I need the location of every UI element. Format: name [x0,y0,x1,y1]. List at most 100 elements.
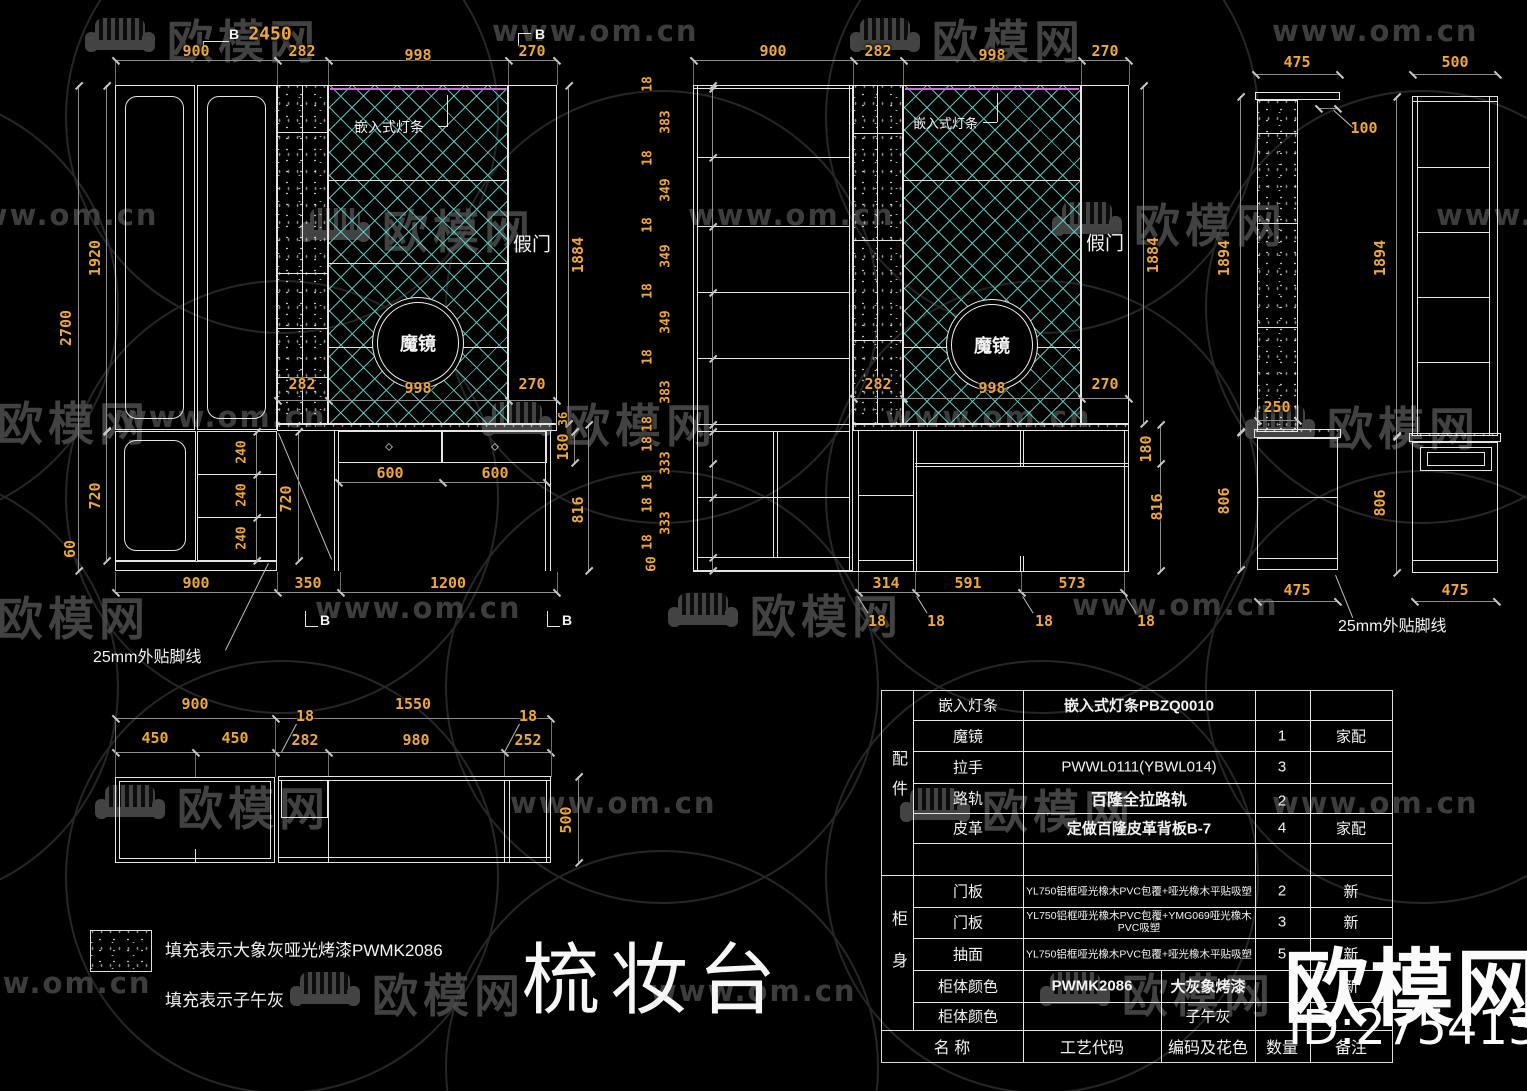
dim-label: 270 [518,375,546,393]
sofa-icon [85,18,155,60]
drawer [1420,447,1492,471]
dim-line [1396,96,1397,436]
table-cell: YL750铝框哑光橡木PVC包覆+哑光橡木平贴吸塑 [1025,948,1253,961]
drawer-line [915,466,1128,467]
table-cell: 嵌入灯条 [937,697,999,715]
plan-left-inner [119,781,271,859]
dim-label: 349 [658,178,674,202]
dim-line [858,588,1124,597]
table-line [913,907,1393,908]
shelf-line [697,292,849,293]
dim-label: 1920 [86,239,104,277]
table-cell: PWWL0111(YBWL014) [1061,758,1217,776]
dim-label: 18 [1034,612,1054,630]
dim-label: 383 [658,110,674,134]
table-cell: 家配 [1335,728,1367,746]
ext-line [693,62,694,85]
legend-swatch [90,930,152,972]
dim-line [298,431,299,561]
dim-label: 282 [291,731,319,749]
watermark-brand-text: 欧模网 [982,786,1135,838]
table-footer-cell: 备注 [1334,1040,1368,1057]
dim-label: 998 [404,46,432,64]
dim-label: 240 [234,483,250,507]
dim-label: 282 [288,375,316,393]
leader-line [997,93,998,122]
wall-line [546,780,547,863]
ext-line [1021,572,1022,592]
dim-line [1396,436,1397,573]
ext-line [853,62,854,85]
dim-line [1414,601,1497,602]
watermark-url: www.om.cn [1072,588,1279,622]
wall-line [328,780,329,863]
dim-label: 180 [1137,435,1155,463]
dim-line [853,394,1129,403]
plan-right-box [278,776,551,863]
watermark-url: www.om.cn [650,974,857,1008]
section-mark [518,33,531,34]
dim-label: 900 [181,695,209,713]
drawer-line [197,474,277,475]
dim-line [106,431,107,561]
watermark-brand-text: 欧模网 [167,16,320,68]
watermark-brand: 欧模网 [900,776,1135,842]
watermark-url: www.om.cn [315,591,522,625]
shelf-line [1412,101,1498,102]
section-mark [305,626,318,627]
sofa-icon [850,18,920,60]
drawer-knob: ◇ [491,441,499,453]
table-cell: 柜体颜色 [937,1008,999,1026]
dim-label: 500 [557,806,575,834]
dim-line [115,588,557,597]
dim-label: 18 [867,612,887,630]
dim-line [1143,85,1144,424]
dim-line [1257,601,1338,602]
table-cell: 抽面 [952,946,984,964]
wall-line [278,780,551,781]
table-line [913,813,1393,814]
dim-label: 18 [640,416,656,432]
drawer-line [197,517,277,518]
dim-line [115,56,557,65]
table-line [913,938,1393,939]
watermark-url: www.om.cn [492,14,699,48]
dim-label: 475 [1441,581,1469,599]
dim-line [1156,424,1165,571]
wardrobe-door [197,85,277,430]
section-mark [203,41,204,54]
shelf-unit [693,85,853,571]
dim-line [693,56,1129,65]
shelf-line [1417,232,1489,233]
shelf-line [1257,497,1338,498]
light-strip-label: 嵌入式灯条 [913,116,979,131]
drawer-knob: ◇ [385,441,393,453]
dim-line [252,431,261,561]
shelf-line [463,347,508,348]
panel-line [1489,96,1490,436]
divider [1023,556,1024,571]
fake-door-panel [1081,85,1129,424]
sofa-icon [95,785,165,827]
wardrobe-door [115,85,195,430]
table-cell: 拉手 [952,759,984,777]
dim-label: 282 [864,375,892,393]
table-cell: PWMK2086 [1051,977,1133,995]
table-line [1310,690,1311,1063]
table-cell: 门板 [952,914,984,932]
column-divider [302,85,303,424]
watermark-brand: 欧模网 [1040,960,1275,1026]
table-footer-cell: 名 称 [933,1040,971,1057]
dim-label: 18 [640,349,656,365]
plinth [115,561,277,571]
dim-label: 18 [1136,612,1156,630]
shelf-line [693,88,853,89]
table-group-label: 配件 [889,750,906,810]
drawing-title: 梳妆台 [522,936,787,1026]
dim-label: 900 [759,42,787,60]
table-cell: 家配 [1335,820,1367,838]
shelf-line [1257,133,1298,134]
dim-label: 18 [640,283,656,299]
drawer-stack [197,431,277,561]
table-line [881,875,1393,876]
